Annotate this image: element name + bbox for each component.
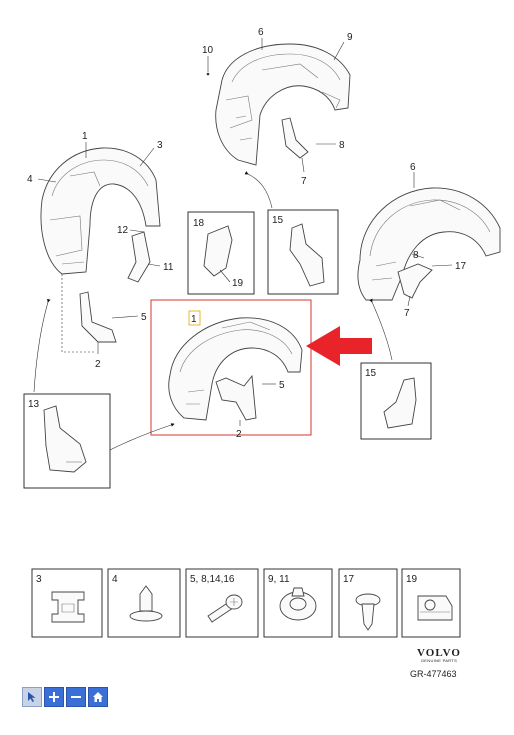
callout-2: 2 (95, 359, 101, 370)
hardware-17[interactable]: 17 (338, 568, 398, 638)
hardware-4[interactable]: 4 (107, 568, 181, 638)
select-icon (28, 692, 36, 702)
callout-6: 6 (258, 27, 264, 38)
svg-text:4: 4 (112, 574, 118, 585)
callout-17-right: 17 (455, 261, 467, 272)
volvo-logo: VOLVO GENUINE PARTS (408, 647, 470, 663)
selected-callout-box[interactable] (188, 310, 201, 326)
callout-10: 10 (202, 45, 214, 56)
callout-5: 5 (141, 312, 147, 323)
arrow-inset13-to-center (109, 423, 175, 451)
callout-2-center: 2 (236, 429, 242, 440)
liner-front-left[interactable] (40, 147, 161, 275)
inset-callout-15-top: 15 (272, 215, 284, 226)
inset-18-19[interactable]: 18 19 (187, 211, 255, 295)
callout-6-right: 6 (410, 162, 416, 173)
callout-7: 7 (301, 176, 307, 187)
callout-1-center: 1 (191, 314, 197, 325)
callout-8: 8 (339, 140, 345, 151)
hardware-19[interactable]: 19 (401, 568, 461, 638)
inset-15-right[interactable]: 15 (360, 362, 432, 440)
diagram-reference: GR-477463 (410, 669, 457, 679)
callout-9: 9 (347, 32, 353, 43)
home-button[interactable] (88, 687, 108, 707)
arrow-right-to-inset15 (369, 298, 393, 361)
svg-text:3: 3 (36, 574, 42, 585)
hardware-9-11[interactable]: 9, 11 (263, 568, 333, 638)
callout-5-center: 5 (279, 380, 285, 391)
inset-callout-15-right: 15 (365, 368, 377, 379)
viewer-toolbar (22, 687, 108, 707)
select-button[interactable] (22, 687, 42, 707)
plus-icon (49, 692, 59, 702)
mud-flap-left[interactable] (79, 291, 117, 343)
liner-rear-right[interactable] (357, 187, 501, 301)
mud-flap-top[interactable] (281, 117, 309, 159)
callout-8-right: 8 (413, 250, 419, 261)
hardware-3[interactable]: 3 (31, 568, 103, 638)
brand-name: VOLVO (417, 647, 461, 659)
callout-12: 12 (117, 225, 129, 236)
inset-15-top[interactable]: 15 (267, 209, 339, 295)
minus-icon (71, 696, 81, 698)
svg-text:17: 17 (343, 574, 355, 585)
callout-7-right: 7 (404, 308, 410, 319)
red-pointer-arrow-icon (306, 326, 372, 366)
zoom-out-button[interactable] (66, 687, 86, 707)
liner-rear-top[interactable] (215, 43, 351, 166)
svg-text:5, 8,14,16: 5, 8,14,16 (190, 574, 235, 585)
zoom-in-button[interactable] (44, 687, 64, 707)
inset-callout-13: 13 (28, 399, 40, 410)
bracket-right[interactable] (397, 263, 433, 299)
home-icon (93, 692, 103, 702)
arrow-left-to-inset13 (33, 298, 51, 393)
bracket-left[interactable] (127, 231, 151, 283)
highlight-frame[interactable] (150, 299, 312, 436)
callout-3: 3 (157, 140, 163, 151)
brand-tagline: GENUINE PARTS (420, 658, 458, 663)
arrow-top-to-inset15 (244, 171, 273, 209)
mud-flap-center[interactable] (215, 374, 257, 421)
liner-center[interactable] (168, 317, 303, 421)
inset-callout-19: 19 (232, 278, 244, 289)
inset-13[interactable]: 13 (23, 393, 111, 489)
callout-11: 11 (163, 262, 174, 273)
callout-1: 1 (82, 131, 88, 142)
inset-callout-18: 18 (193, 218, 205, 229)
callout-4: 4 (27, 174, 33, 185)
svg-text:19: 19 (406, 574, 418, 585)
svg-text:9, 11: 9, 11 (268, 574, 290, 585)
hardware-5-8-14-16[interactable]: 5, 8,14,16 (185, 568, 259, 638)
